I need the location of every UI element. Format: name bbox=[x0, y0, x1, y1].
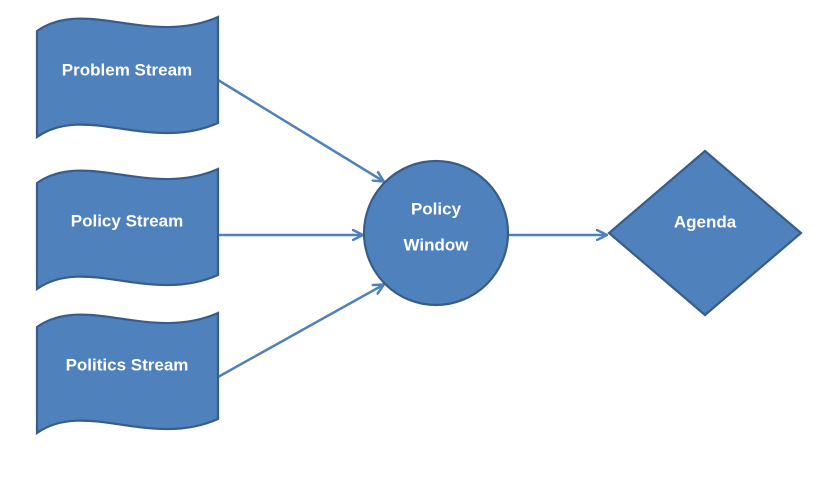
policy-window-node: Policy Window bbox=[362, 159, 510, 307]
problem-stream-node: Problem Stream bbox=[35, 15, 220, 140]
policy-window-label-line1: Policy bbox=[411, 199, 462, 218]
agenda-node: Agenda bbox=[607, 149, 803, 317]
policy-stream-label: Policy Stream bbox=[71, 211, 183, 230]
problem-stream-label: Problem Stream bbox=[62, 60, 192, 79]
arrow-politics-to-window bbox=[217, 285, 383, 379]
agenda-label: Agenda bbox=[674, 212, 737, 231]
policy-stream-node: Policy Stream bbox=[35, 167, 220, 292]
politics-stream-label: Politics Stream bbox=[66, 355, 189, 374]
politics-stream-node: Politics Stream bbox=[35, 311, 220, 436]
policy-window-label-line2: Window bbox=[404, 235, 470, 254]
arrow-problem-to-window bbox=[217, 78, 383, 181]
